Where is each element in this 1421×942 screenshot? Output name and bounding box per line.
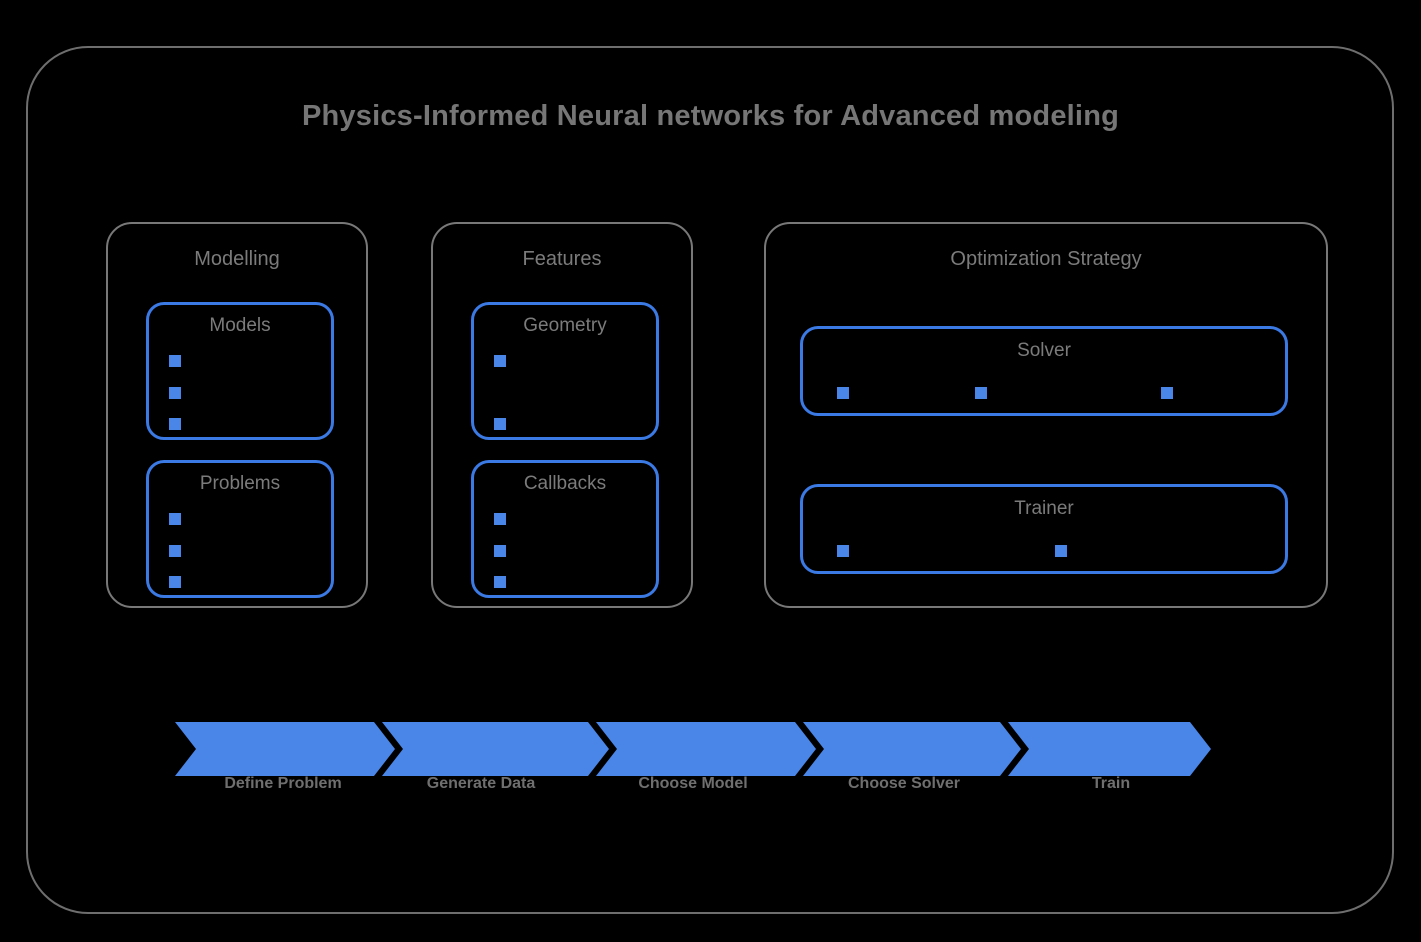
- bullet-cube: [494, 542, 509, 557]
- subbox-title-problems: Problems: [199, 473, 281, 494]
- bullet-cube: [169, 384, 184, 399]
- bullet-cube: [494, 415, 509, 430]
- subbox-callbacks: Callbacks: [471, 460, 659, 598]
- bullet-cube: [169, 415, 184, 430]
- bullet-cube: [169, 510, 184, 525]
- bullet-cube: [975, 384, 990, 399]
- flow-label-step-1: Define Problem: [224, 775, 342, 792]
- subbox-title-models: Models: [209, 315, 271, 336]
- group-title-modelling: Modelling: [194, 248, 280, 270]
- group-title-optimization-strategy: Optimization Strategy: [950, 248, 1142, 270]
- bullet-cube: [494, 352, 509, 367]
- flow-label-step-3: Choose Model: [638, 775, 748, 792]
- subbox-geometry: Geometry: [471, 302, 659, 440]
- bullet-cube: [1055, 542, 1070, 557]
- subbox-problems: Problems: [146, 460, 334, 598]
- subbox-title-trainer: Trainer: [1014, 498, 1074, 519]
- group-title-features: Features: [522, 248, 602, 270]
- bullet-cube: [1161, 384, 1176, 399]
- page-title: Physics-Informed Neural networks for Adv…: [301, 100, 1120, 132]
- bullet-cube: [494, 573, 509, 588]
- subbox-title-callbacks: Callbacks: [523, 473, 607, 494]
- outer-frame: [26, 46, 1394, 914]
- flow-label-step-4: Choose Solver: [847, 775, 961, 792]
- bullet-cube: [494, 510, 509, 525]
- bullet-cube: [837, 384, 852, 399]
- subbox-models: Models: [146, 302, 334, 440]
- subbox-title-geometry: Geometry: [523, 315, 607, 336]
- flow-label-step-5: Train: [1091, 775, 1131, 792]
- subbox-solver: Solver: [800, 326, 1288, 416]
- bullet-cube: [169, 352, 184, 367]
- group-features: Features Geometry Callbacks: [431, 222, 693, 608]
- group-optimization-strategy: Optimization Strategy Solver Trainer: [764, 222, 1328, 608]
- subbox-trainer: Trainer: [800, 484, 1288, 574]
- subbox-title-solver: Solver: [1017, 340, 1071, 361]
- group-modelling: Modelling Models Problems: [106, 222, 368, 608]
- bullet-cube: [169, 573, 184, 588]
- bullet-cube: [169, 542, 184, 557]
- flow-label-step-2: Generate Data: [426, 775, 536, 792]
- bullet-cube: [837, 542, 852, 557]
